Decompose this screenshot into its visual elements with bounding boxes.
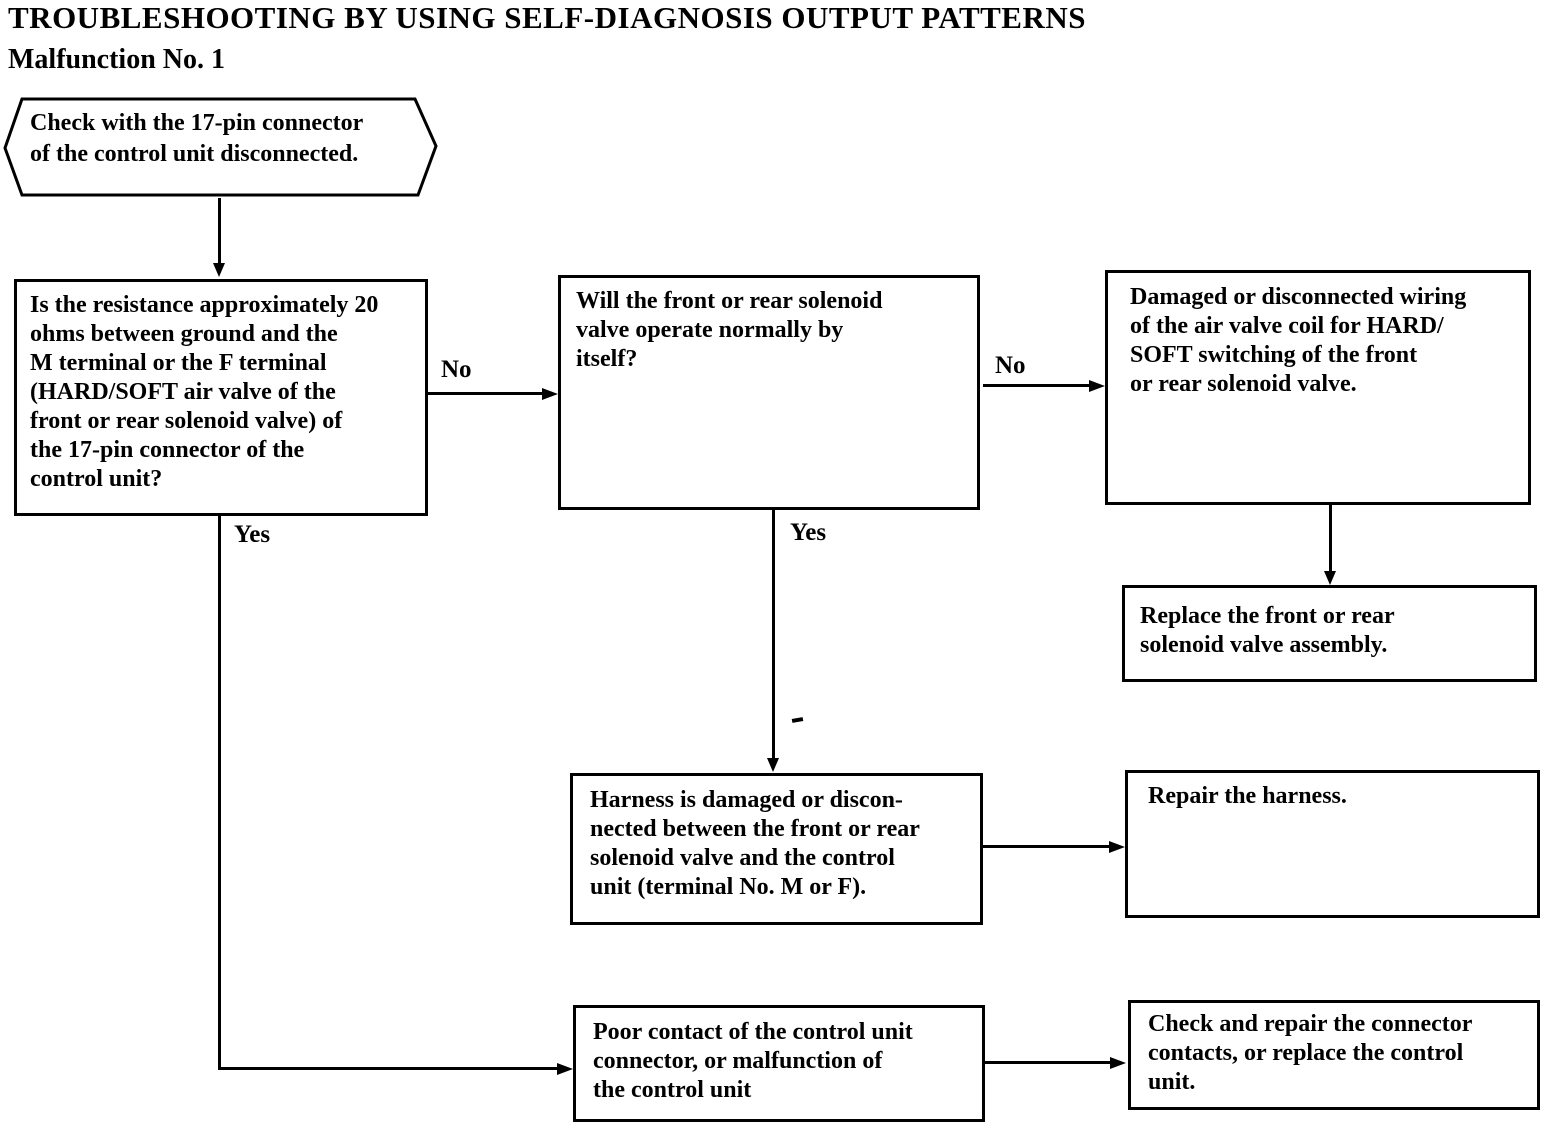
malfunction-subtitle: Malfunction No. 1: [8, 44, 225, 75]
repair-harness-box: [1125, 770, 1540, 918]
damaged-wiring-text: Damaged or disconnected wiring of the ai…: [1130, 284, 1467, 397]
no-label-1: No: [441, 356, 472, 383]
check-connector-text: Check and repair the connector contacts,…: [1148, 1011, 1473, 1095]
arrowhead-wiring-to-replace: [1324, 571, 1336, 585]
arrowhead-q1-to-poor-contact: [557, 1063, 573, 1075]
arrowhead-start-to-q1: [213, 263, 225, 277]
no-label-2: No: [995, 352, 1026, 379]
q2-valve-operate-box: [558, 275, 980, 510]
yes-label-2: Yes: [790, 519, 827, 546]
repair-harness-text: Repair the harness.: [1148, 783, 1347, 809]
connector-q1-to-q2: [428, 392, 544, 395]
arrowhead-harness-to-repair: [1109, 841, 1125, 853]
connector-q1-to-poor-contact: [218, 1067, 557, 1070]
start-hexagon-text: Check with the 17-pin connector of the c…: [30, 110, 364, 167]
connector-poor-to-check: [985, 1061, 1112, 1064]
hexagon-shape-icon: [3, 97, 438, 197]
q2-valve-operate-text: Will the front or rear solenoid valve op…: [576, 288, 883, 372]
replace-valve-text: Replace the front or rear solenoid valve…: [1140, 603, 1395, 658]
page-title: TROUBLESHOOTING BY USING SELF-DIAGNOSIS …: [8, 0, 1087, 35]
q1-resistance-box: [14, 279, 428, 516]
connector-q2-to-wiring: [983, 384, 1091, 387]
q1-resistance-text: Is the resistance approximately 20 ohms …: [30, 292, 379, 492]
connector-q1-down: [218, 516, 221, 1070]
start-hexagon: Check with the 17-pin connector of the c…: [2, 96, 440, 198]
connector-harness-to-repair: [983, 845, 1111, 848]
scan-artifact-dash: [791, 717, 804, 723]
poor-contact-box: [573, 1005, 985, 1122]
poor-contact-text: Poor contact of the control unit connect…: [593, 1019, 913, 1103]
arrowhead-q1-to-q2: [542, 388, 558, 400]
arrowhead-poor-to-check: [1110, 1057, 1126, 1069]
yes-label-1: Yes: [234, 521, 271, 548]
connector-q2-to-harness: [772, 510, 775, 758]
harness-damaged-box: [570, 773, 983, 925]
connector-start-to-q1: [218, 198, 221, 266]
arrowhead-q2-to-wiring: [1089, 380, 1105, 392]
replace-valve-box: [1122, 585, 1537, 682]
check-connector-box: [1128, 1000, 1540, 1110]
damaged-wiring-box: [1105, 270, 1531, 505]
harness-damaged-text: Harness is damaged or discon- nected bet…: [590, 787, 920, 900]
connector-wiring-to-replace: [1329, 505, 1332, 573]
arrowhead-q2-to-harness: [767, 758, 779, 772]
